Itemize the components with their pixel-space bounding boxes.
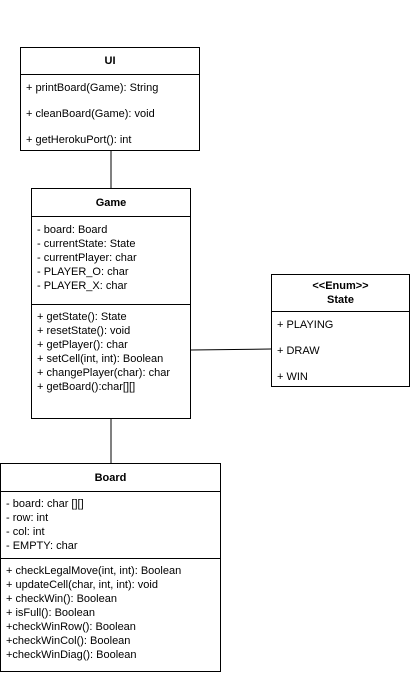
state-literal: + PLAYING [277, 319, 334, 331]
state-stereotype: <<Enum>> [312, 280, 369, 292]
game-attribute: - PLAYER_X: char [37, 280, 128, 292]
game-operation: + getBoard():char[][] [37, 381, 136, 393]
state-enum-name: State [327, 294, 354, 306]
game-operation: + getPlayer(): char [37, 339, 128, 351]
game-state-association [190, 348, 272, 351]
game-class-name: Game [32, 189, 190, 217]
board-operation: +checkWinRow(): Boolean [6, 621, 136, 633]
game-operation: + getState(): State [37, 311, 127, 323]
game-attribute: - PLAYER_O: char [37, 266, 129, 278]
board-class-box: Board - board: char [][] - row: int - co… [0, 463, 221, 672]
ui-class-box: UI + printBoard(Game): String + cleanBoa… [20, 47, 200, 151]
state-literal: + DRAW [277, 345, 320, 357]
ui-operations: + printBoard(Game): String + cleanBoard(… [21, 75, 199, 153]
game-operations: + getState(): State + resetState(): void… [32, 304, 190, 394]
board-attributes: - board: char [][] - row: int - col: int… [1, 492, 220, 558]
board-attribute: - col: int [6, 526, 45, 538]
game-operation: + changePlayer(char): char [37, 367, 170, 379]
game-operation: + resetState(): void [37, 325, 131, 337]
game-attribute: - board: Board [37, 224, 108, 236]
board-operation: + checkLegalMove(int, int): Boolean [6, 565, 182, 577]
board-class-name: Board [1, 464, 220, 492]
ui-operation: + cleanBoard(Game): void [26, 108, 155, 120]
board-operations: + checkLegalMove(int, int): Boolean + up… [1, 558, 220, 662]
state-literal: + WIN [277, 371, 308, 383]
board-operation: + isFull(): Boolean [6, 607, 95, 619]
board-attribute: - board: char [][] [6, 498, 84, 510]
ui-operation: + getHerokuPort(): int [26, 134, 132, 146]
game-attributes: - board: Board - currentState: State - c… [32, 217, 190, 304]
ui-class-name: UI [21, 48, 199, 75]
game-class-box: Game - board: Board - currentState: Stat… [31, 188, 191, 419]
ui-operation: + printBoard(Game): String [26, 82, 159, 94]
board-attribute: - row: int [6, 512, 49, 524]
board-operation: +checkWinDiag(): Boolean [6, 649, 137, 661]
board-operation: + updateCell(char, int, int): void [6, 579, 158, 591]
board-operation: + checkWin(): Boolean [6, 593, 117, 605]
state-enum-box: <<Enum>> State + PLAYING + DRAW + WIN [271, 274, 410, 387]
board-attribute: - EMPTY: char [6, 540, 78, 552]
state-literals: + PLAYING + DRAW + WIN [272, 312, 409, 390]
game-operation: + setCell(int, int): Boolean [37, 353, 164, 365]
game-attribute: - currentPlayer: char [37, 252, 137, 264]
state-enum-header: <<Enum>> State [272, 275, 409, 312]
board-operation: +checkWinCol(): Boolean [6, 635, 131, 647]
game-attribute: - currentState: State [37, 238, 136, 250]
